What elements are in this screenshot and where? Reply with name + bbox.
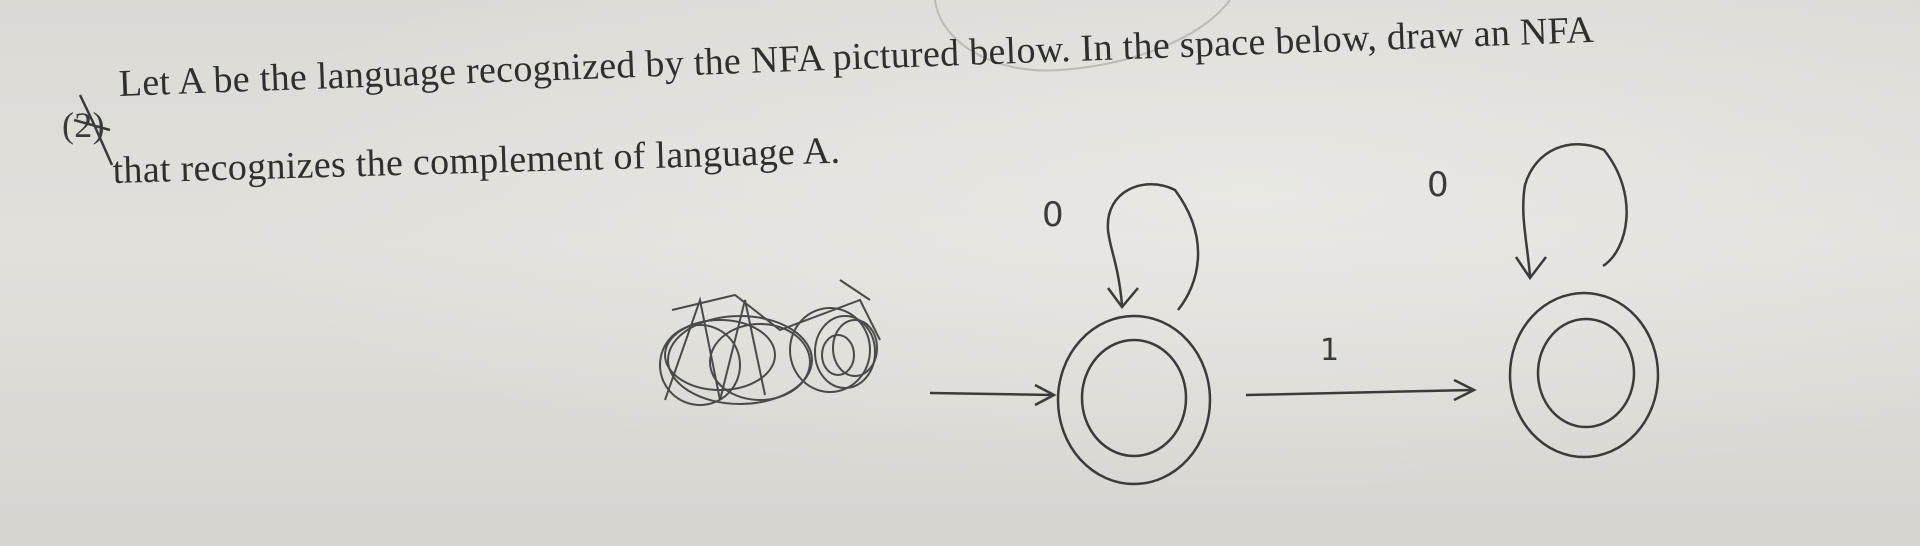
question-number: (2): [62, 105, 105, 145]
state-2-loop-label: 0: [1427, 165, 1449, 205]
state-1-loop-label: 0: [1042, 195, 1064, 235]
start-arrow: [929, 383, 1057, 407]
transition-arrow: [1245, 378, 1477, 402]
state-1: [1056, 314, 1212, 486]
scribbled-out-state: [659, 279, 881, 406]
state-2-self-loop: [1514, 142, 1628, 281]
handwritten-mark: [73, 94, 114, 166]
pencil-arc: [934, 0, 1231, 72]
state-1-self-loop: [1106, 183, 1200, 311]
transition-label: 1: [1320, 333, 1339, 368]
state-2: [1508, 291, 1660, 459]
